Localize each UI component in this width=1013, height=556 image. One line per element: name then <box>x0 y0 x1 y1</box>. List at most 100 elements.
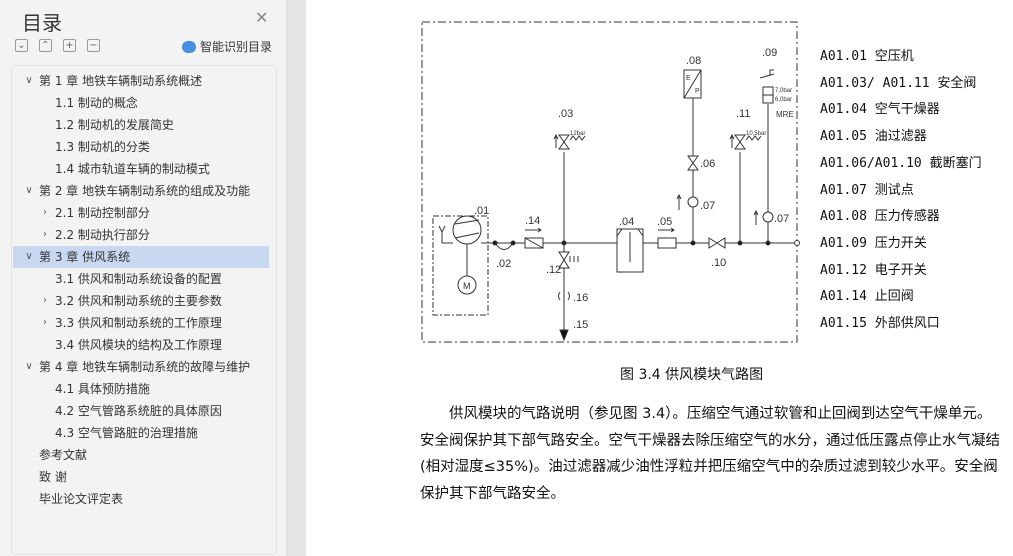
chevron-down-icon[interactable]: ∨ <box>25 251 33 262</box>
toc-item-label: 3.3 供风和制动系统的工作原理 <box>55 316 222 330</box>
label-10-5bar: 10,5bar <box>746 131 766 137</box>
module-boundary <box>421 21 798 343</box>
toc-item[interactable]: 1.1 制动的概念 <box>13 92 269 114</box>
label-10: .10 <box>711 257 726 269</box>
document-page: .01 .02 .03 .04 .05 .06 .07 .07 .08 .09 … <box>306 0 1013 556</box>
toc-item-label: 4.2 空气管路系统脏的具体原因 <box>55 404 222 418</box>
label-6bar: 6,0bar <box>775 97 792 103</box>
toc-item-label: 4.1 具体预防措施 <box>55 382 150 396</box>
label-08: .08 <box>686 55 701 67</box>
expand-all-icon[interactable]: ⌄ <box>15 39 28 52</box>
legend-item: A01.08 压力传感器 <box>820 209 940 225</box>
label-12: .12 <box>546 264 561 276</box>
toc-item[interactable]: 3.1 供风和制动系统设备的配置 <box>13 268 269 290</box>
remove-icon[interactable]: − <box>87 39 100 52</box>
label-mre: MRE <box>776 110 794 119</box>
toc-item-label: 第 4 章 地铁车辆制动系统的故障与维护 <box>39 360 251 374</box>
toc-item[interactable]: 1.3 制动机的分类 <box>13 136 269 158</box>
label-11: .11 <box>736 108 750 120</box>
toc-item[interactable]: 3.4 供风模块的结构及工作原理 <box>13 334 269 356</box>
smart-toc-button[interactable]: 智能识别目录 <box>182 38 272 55</box>
toc-item-label: 第 1 章 地铁车辆制动系统概述 <box>39 74 203 88</box>
chevron-right-icon[interactable]: › <box>43 207 47 218</box>
chevron-down-icon[interactable]: ∨ <box>25 185 33 196</box>
legend-item: A01.04 空气干燥器 <box>820 102 940 118</box>
chevron-down-icon[interactable]: ∨ <box>25 75 33 86</box>
panel-splitter[interactable] <box>286 0 306 556</box>
legend-item: A01.05 油过滤器 <box>820 129 927 145</box>
toc-item-label: 2.1 制动控制部分 <box>55 206 150 220</box>
toc-item-label: 4.3 空气管路脏的治理措施 <box>55 426 198 440</box>
legend-item: A01.12 电子开关 <box>820 262 927 278</box>
toc-item[interactable]: 1.2 制动机的发展简史 <box>13 114 269 136</box>
add-icon[interactable]: + <box>63 39 76 52</box>
label-09: .09 <box>762 47 777 59</box>
legend-item: A01.03/ A01.11 安全阀 <box>820 75 977 91</box>
toc-list: ∨ 第 1 章 地铁车辆制动系统概述 1.1 制动的概念 1.2 制动机的发展简史 1.… <box>11 65 277 555</box>
toc-item-label: 3.4 供风模块的结构及工作原理 <box>55 338 222 352</box>
label-03: .03 <box>558 108 573 120</box>
label-14: .14 <box>525 215 540 227</box>
legend-item: A01.14 止回阀 <box>820 289 914 305</box>
toc-item[interactable]: ∨ 第 1 章 地铁车辆制动系统概述 <box>13 70 269 92</box>
toc-item-label: 毕业论文评定表 <box>39 492 124 506</box>
close-icon[interactable]: ✕ <box>255 8 269 27</box>
toc-item-label: 1.1 制动的概念 <box>55 96 138 110</box>
compressor-box <box>432 215 489 316</box>
toc-item[interactable]: 参考文献 <box>13 444 269 466</box>
label-15: .15 <box>573 319 588 331</box>
panel-title: 目录 <box>22 11 62 35</box>
toc-item-label: 致 谢 <box>39 470 67 484</box>
chevron-right-icon[interactable]: › <box>43 295 47 306</box>
label-07: .07 <box>700 200 715 212</box>
label-12bar: 12bar <box>570 131 585 137</box>
toc-item-label: 第 3 章 供风系统 <box>39 250 131 264</box>
chevron-down-icon[interactable]: ∨ <box>25 361 33 372</box>
legend-item: A01.09 压力开关 <box>820 235 927 251</box>
legend-item: A01.07 测试点 <box>820 182 914 198</box>
label-m: M <box>463 281 471 291</box>
air-supply-diagram: .01 .02 .03 .04 .05 .06 .07 .07 .08 .09 … <box>421 21 800 343</box>
ai-icon <box>182 40 196 53</box>
toc-item-label: 2.2 制动执行部分 <box>55 228 150 242</box>
toc-item-label: 参考文献 <box>39 448 88 462</box>
label-06: .06 <box>700 158 715 170</box>
legend-item: A01.15 外部供风口 <box>820 316 940 331</box>
toc-panel: 目录 ✕ ⌄ ⌃ + − 智能识别目录 ∨ 第 1 章 地铁车辆制动系统概述 1.1… <box>0 0 286 556</box>
body-paragraph: 供风模块的气路说明（参见图 3.4）。压缩空气通过软管和止回阀到达空气干燥单元。… <box>420 406 1000 502</box>
label-7bar: 7,0bar <box>775 88 792 94</box>
label-04: .04 <box>619 216 634 228</box>
label-16: .16 <box>573 292 588 304</box>
chevron-right-icon[interactable]: › <box>43 229 47 240</box>
toc-item[interactable]: › 2.2 制动执行部分 <box>13 224 269 246</box>
label-05: .05 <box>657 216 672 228</box>
toc-item-label: 3.2 供风和制动系统的主要参数 <box>55 294 222 308</box>
toc-item[interactable]: ∨ 第 3 章 供风系统 <box>13 246 269 268</box>
legend-item: A01.01 空压机 <box>820 49 914 64</box>
label-01: .01 <box>474 205 489 217</box>
chevron-right-icon[interactable]: › <box>43 317 47 328</box>
toc-item-label: 1.3 制动机的分类 <box>55 140 150 154</box>
toc-item[interactable]: › 2.1 制动控制部分 <box>13 202 269 224</box>
collapse-all-icon[interactable]: ⌃ <box>39 39 52 52</box>
toc-item[interactable]: › 3.2 供风和制动系统的主要参数 <box>13 290 269 312</box>
toc-item[interactable]: 1.4 城市轨道车辆的制动模式 <box>13 158 269 180</box>
legend-item: A01.06/A01.10 截断塞门 <box>820 155 982 171</box>
toc-item[interactable]: ∨ 第 4 章 地铁车辆制动系统的故障与维护 <box>13 356 269 378</box>
toc-item-label: 1.2 制动机的发展简史 <box>55 118 174 132</box>
toc-item[interactable]: ∨第 2 章 地铁车辆制动系统的组成及功能 <box>13 180 269 202</box>
smart-toc-label: 智能识别目录 <box>200 40 273 54</box>
figure-caption: 图 3.4 供风模块气路图 <box>620 367 764 383</box>
label-02: .02 <box>496 258 511 270</box>
toc-item[interactable]: 4.3 空气管路脏的治理措施 <box>13 422 269 444</box>
toc-item[interactable]: 毕业论文评定表 <box>13 488 269 510</box>
toc-item[interactable]: 4.2 空气管路系统脏的具体原因 <box>13 400 269 422</box>
label-p: P <box>695 88 700 95</box>
toc-item[interactable]: 4.1 具体预防措施 <box>13 378 269 400</box>
toc-item[interactable]: 致 谢 <box>13 466 269 488</box>
toc-item-label: 3.1 供风和制动系统设备的配置 <box>55 272 222 286</box>
label-e: E <box>686 75 691 82</box>
toc-item[interactable]: › 3.3 供风和制动系统的工作原理 <box>13 312 269 334</box>
toc-item-label: 1.4 城市轨道车辆的制动模式 <box>55 162 210 176</box>
label-07: .07 <box>774 213 789 225</box>
